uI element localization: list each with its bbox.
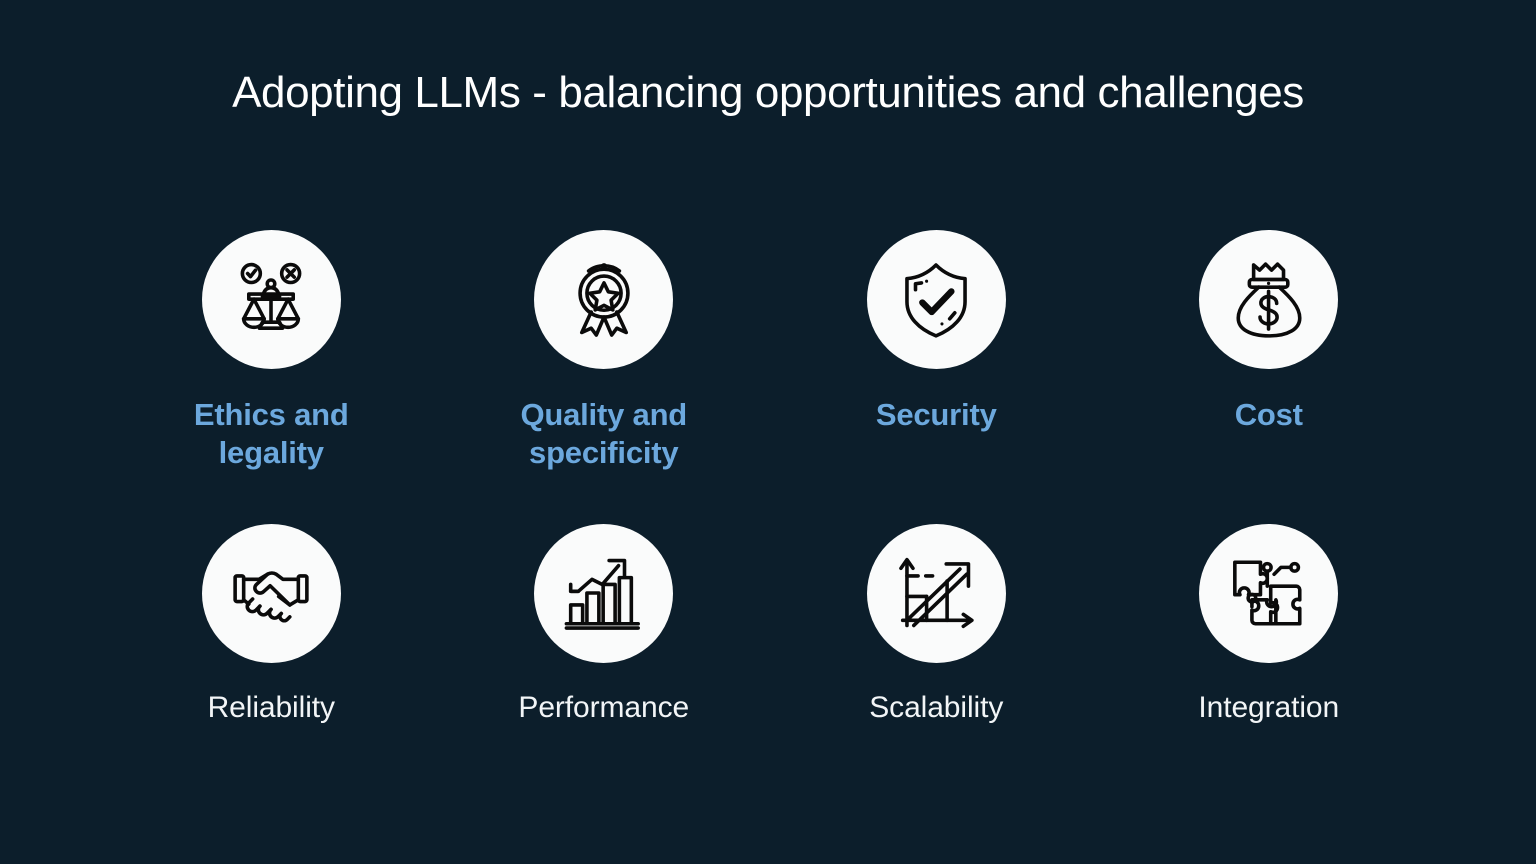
icon-badge: [534, 230, 674, 369]
feature-item-scalability[interactable]: Scalability: [770, 523, 1103, 727]
handshake-icon: [230, 552, 312, 634]
icon-badge: [201, 523, 341, 663]
icon-badge: [1199, 523, 1339, 663]
feature-label: Scalability: [869, 690, 1004, 724]
bar-chart-arrow-up-icon: [563, 552, 645, 634]
feature-item-security[interactable]: Security: [770, 230, 1103, 472]
feature-grid: Ethics and legality: [105, 230, 1435, 726]
icon-badge: [1199, 230, 1339, 369]
feature-item-cost[interactable]: Cost: [1103, 230, 1436, 472]
feature-item-quality-and-specificity[interactable]: Quality and specificity: [438, 230, 771, 472]
scales-of-justice-icon: [230, 259, 312, 341]
icon-badge: [866, 523, 1006, 663]
award-ribbon-star-icon: [563, 259, 645, 341]
axis-growth-arrow-icon: [895, 552, 977, 634]
money-bag-dollar-icon: [1228, 259, 1310, 341]
feature-item-integration[interactable]: Integration: [1103, 523, 1436, 727]
puzzle-circuit-icon: [1228, 552, 1310, 634]
feature-label: Reliability: [207, 690, 335, 724]
feature-item-performance[interactable]: Performance: [438, 523, 771, 727]
feature-label: Ethics and legality: [193, 397, 349, 470]
feature-label: Quality and specificity: [520, 397, 688, 470]
shield-check-icon: [895, 259, 977, 341]
icon-badge: [201, 230, 341, 369]
icon-badge: [866, 230, 1006, 369]
feature-label: Performance: [518, 690, 690, 724]
feature-item-reliability[interactable]: Reliability: [105, 523, 438, 727]
page-title: Adopting LLMs - balancing opportunities …: [232, 68, 1304, 117]
icon-badge: [534, 523, 674, 663]
feature-row-capabilities: Reliability: [105, 523, 1436, 727]
feature-label: Security: [875, 397, 997, 432]
feature-label: Integration: [1198, 690, 1340, 724]
feature-row-opportunities: Ethics and legality: [105, 230, 1435, 472]
feature-label: Cost: [1234, 397, 1303, 432]
feature-item-ethics-and-legality[interactable]: Ethics and legality: [105, 230, 438, 472]
